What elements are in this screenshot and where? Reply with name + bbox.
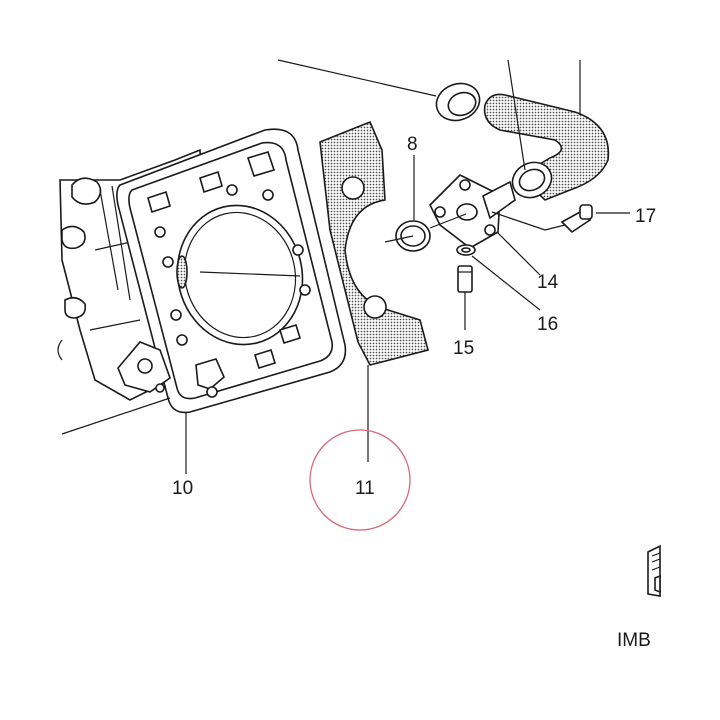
reference-code: IMB [617, 630, 651, 651]
manifold-gasket [319, 120, 429, 366]
callout-16: 16 [537, 314, 558, 335]
bolt-17 [560, 204, 593, 234]
head-gasket [116, 128, 347, 414]
callout-10: 10 [172, 478, 193, 499]
coolant-hose [435, 82, 610, 201]
leader-lines [61, 59, 630, 474]
document-stamp-icon [647, 544, 661, 597]
bolt-15 [457, 265, 473, 293]
outlet-flange [429, 174, 516, 249]
washer-16 [456, 244, 476, 256]
highlight-circle [309, 429, 411, 531]
callout-15: 15 [453, 338, 474, 359]
callout-17: 17 [635, 206, 656, 227]
callout-11: 11 [355, 478, 375, 499]
callout-14: 14 [537, 272, 559, 293]
callout-8: 8 [407, 134, 418, 155]
o-ring [384, 220, 431, 252]
